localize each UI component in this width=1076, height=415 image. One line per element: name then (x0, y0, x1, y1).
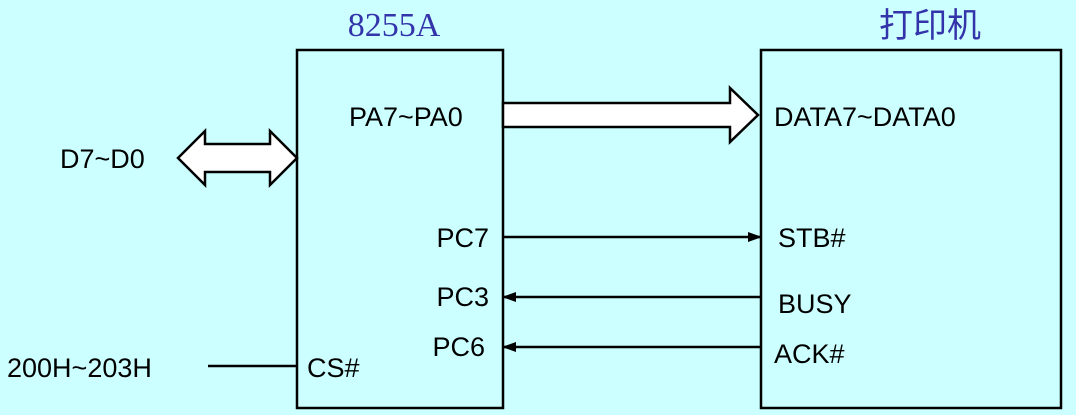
pin-stb: STB# (778, 223, 846, 253)
address-label: 200H~203H (7, 353, 152, 383)
printer-title: 打印机 (879, 6, 981, 46)
pin-pc7: PC7 (436, 223, 489, 253)
data-bus-label: D7~D0 (60, 144, 145, 174)
pin-pc6: PC6 (432, 332, 485, 362)
chip-title: 8255A (348, 7, 441, 44)
pin-data: DATA7~DATA0 (774, 102, 956, 132)
pin-ack: ACK# (774, 339, 845, 369)
pin-busy: BUSY (778, 289, 852, 319)
pin-pc3: PC3 (436, 282, 489, 312)
port-a-hollow-arrow (501, 85, 760, 145)
pin-cs: CS# (307, 353, 360, 383)
pin-port-a: PA7~PA0 (349, 102, 463, 132)
chip-box (295, 48, 505, 410)
printer-box (759, 48, 1063, 410)
data-bus-double-arrow (176, 127, 299, 189)
